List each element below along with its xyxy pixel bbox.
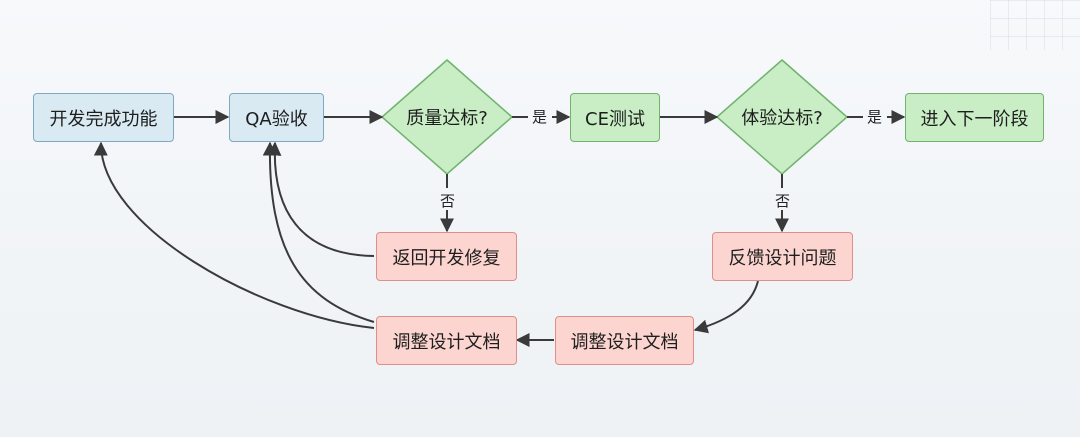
node-feedback-design[interactable]: 反馈设计问题: [712, 232, 853, 281]
node-next-stage[interactable]: 进入下一阶段: [905, 93, 1044, 142]
node-qa-accept[interactable]: QA验收: [229, 93, 324, 142]
edge-adjust-to-dev: [93, 141, 375, 329]
node-return-dev-fix[interactable]: 返回开发修复: [376, 232, 517, 281]
node-adjust-doc-right[interactable]: 调整设计文档: [555, 316, 694, 365]
edge-adjust-to-qa: [262, 141, 375, 323]
node-ce-test[interactable]: CE测试: [570, 93, 660, 142]
edge-label-yes-quality: 是: [532, 108, 548, 126]
edge-feedback-to-adjust: [693, 280, 759, 334]
experience-check-label: 体验达标?: [741, 108, 823, 129]
node-dev-complete[interactable]: 开发完成功能: [33, 93, 174, 142]
grid-decoration: [990, 0, 1080, 50]
edge-label-yes-experience: 是: [867, 108, 883, 126]
edge-label-no-quality: 否: [440, 192, 456, 210]
edge-fix-to-qa: [267, 141, 375, 257]
node-adjust-doc-left[interactable]: 调整设计文档: [376, 316, 517, 365]
edge-label-no-experience: 否: [775, 192, 791, 210]
quality-check-label: 质量达标?: [406, 108, 488, 129]
